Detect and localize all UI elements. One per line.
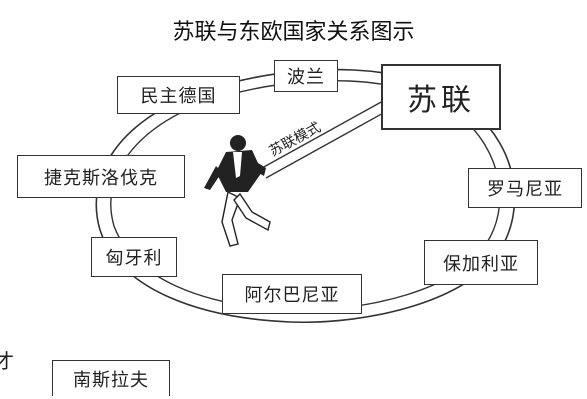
box-romania: 罗马尼亚: [468, 168, 582, 208]
box-yugoslavia: 南斯拉夫: [52, 360, 170, 396]
box-hungary: 匈牙利: [91, 237, 177, 277]
box-poland: 波兰: [274, 60, 338, 92]
diagram-title: 苏联与东欧国家关系图示: [172, 20, 415, 45]
link-line-lower: [265, 105, 397, 179]
ussr-box: 苏联: [381, 64, 501, 130]
box-albania: 阿尔巴尼亚: [222, 274, 362, 314]
cropped-edge-text: 才: [0, 349, 14, 373]
box-east-germany: 民主德国: [117, 76, 240, 114]
box-bulgaria: 保加利亚: [424, 240, 538, 285]
box-czechoslovakia: 捷克斯洛伐克: [17, 155, 185, 198]
link-line-upper: [261, 95, 393, 169]
person-pulling-icon: [204, 135, 271, 247]
